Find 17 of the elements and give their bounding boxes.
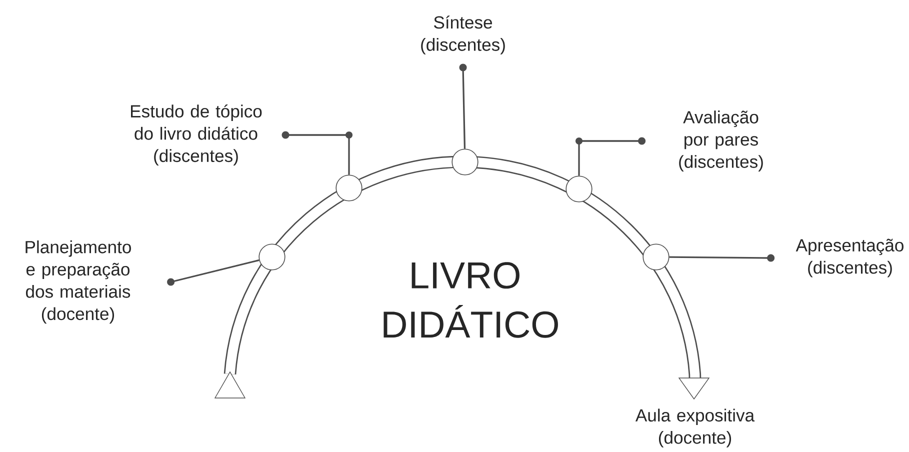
end-label: Aula expositiva (docente) bbox=[635, 408, 755, 448]
step-label: Planejamento e preparação dos materiais (docente) bbox=[26, 240, 131, 324]
leader-line bbox=[282, 131, 353, 175]
leader-line bbox=[669, 254, 775, 262]
step-circle bbox=[258, 244, 286, 270]
step-circle bbox=[336, 174, 362, 202]
step-circle bbox=[566, 176, 592, 202]
step-label: Estudo de tópico do livro didático (discentes) bbox=[131, 104, 262, 166]
leader-line bbox=[459, 64, 467, 149]
leader-line bbox=[576, 137, 646, 176]
step-circle bbox=[642, 244, 670, 270]
step-circle bbox=[452, 148, 478, 176]
step-label: Síntese (discentes) bbox=[421, 16, 505, 54]
step-label: Avaliação por pares (discentes) bbox=[679, 110, 763, 172]
step-label: Apresentação (discentes) bbox=[796, 238, 904, 278]
center-title: LIVRO DIDÁTICO bbox=[384, 262, 558, 338]
leader-line bbox=[167, 259, 260, 286]
